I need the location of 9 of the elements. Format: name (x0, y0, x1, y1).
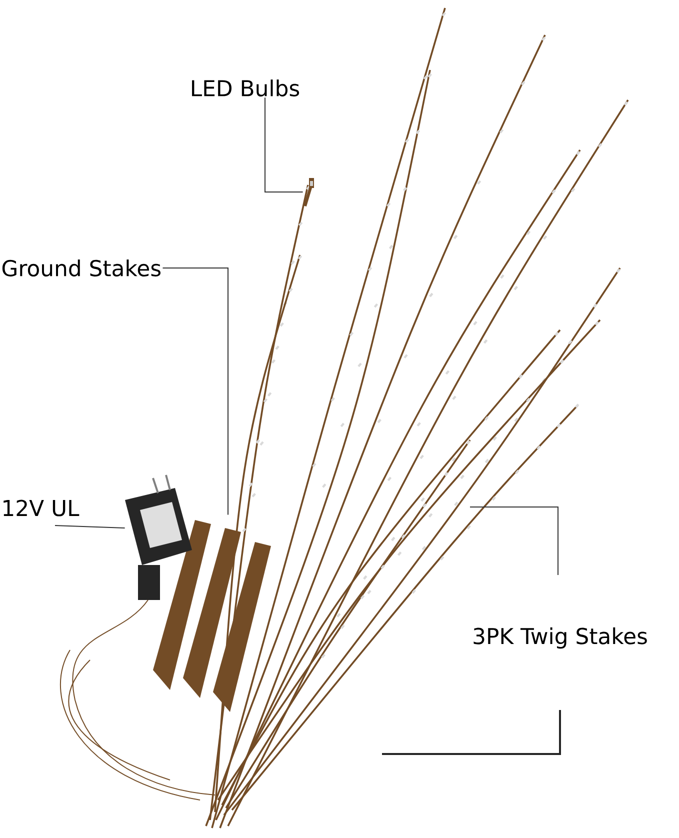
callout-text: LED Bulbs (192, 80, 300, 96)
callout-text: 3PK Twig Stakes (474, 627, 647, 649)
led-bulb-drawing (304, 178, 314, 206)
ground-stakes-drawing (153, 520, 271, 712)
callout-text: Ground Stakes (2, 260, 160, 276)
leader-line (264, 97, 304, 192)
leader-line (54, 525, 126, 528)
leader-line (162, 268, 228, 516)
callout-text: 12V UL (4, 500, 80, 516)
